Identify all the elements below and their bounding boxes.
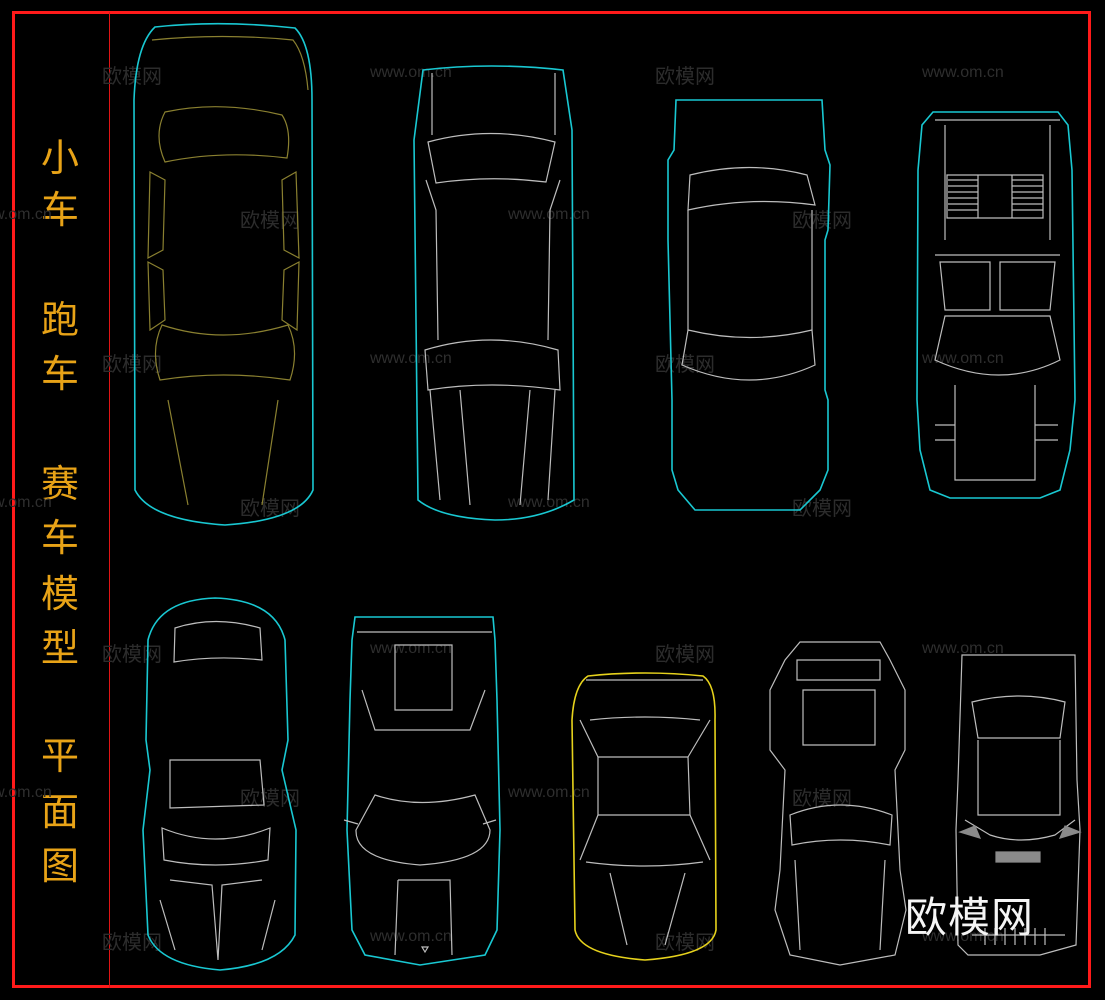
car-sports-5 [955,654,1082,956]
brand-watermark: 欧模网 [905,893,1035,942]
watermark-cn: 欧模网 [102,64,162,88]
drawing-frame [12,11,1091,988]
watermark-url: www.om.cn [922,64,1004,81]
watermark-cn: 欧模网 [102,642,162,666]
watermark-url: www.om.cn [508,784,590,801]
watermark-url: www.om.cn [508,494,590,511]
watermark-cn: 欧模网 [655,352,715,376]
watermark-url: www.om.cn [370,640,452,657]
watermark-url: www.om.cn [922,928,1004,945]
watermark-url: www.om.cn [922,640,1004,657]
car-sedan-2 [413,65,575,521]
title-char: 跑 [40,298,79,342]
title-char: 型 [40,626,79,670]
car-sedan-1 [133,22,314,526]
title-char: 面 [40,790,79,834]
car-sedan-3 [667,99,831,511]
title-char: 车 [40,352,79,396]
watermark-cn: 欧模网 [102,352,162,376]
watermark-url: www.om.cn [370,350,452,367]
title-char: 平 [40,734,79,778]
title-char: 模 [40,572,79,616]
watermark-cn: 欧模网 [240,496,300,520]
watermark-url: www.om.cn [370,928,452,945]
title-divider-line [109,12,110,988]
watermark-url: www.om.cn [0,206,52,223]
watermark-cn: 欧模网 [655,642,715,666]
car-sports-4 [769,641,907,966]
watermark-url: www.om.cn [0,784,52,801]
watermark-url: www.om.cn [0,494,52,511]
watermark-cn: 欧模网 [655,64,715,88]
watermark-url: www.om.cn [370,64,452,81]
watermark-cn: 欧模网 [792,208,852,232]
watermark-url: www.om.cn [508,206,590,223]
watermark-cn: 欧模网 [655,930,715,954]
car-sports-3 [343,616,501,966]
title-char: 赛 [40,462,79,506]
car-sports-1 [916,111,1076,499]
title-char: 车 [40,188,79,232]
car-sports-2 [142,597,297,971]
title-char: 图 [40,844,79,888]
car-sedan-4 [571,672,717,961]
title-char: 车 [40,516,79,560]
watermark-cn: 欧模网 [240,208,300,232]
title-char: 小 [40,136,79,180]
